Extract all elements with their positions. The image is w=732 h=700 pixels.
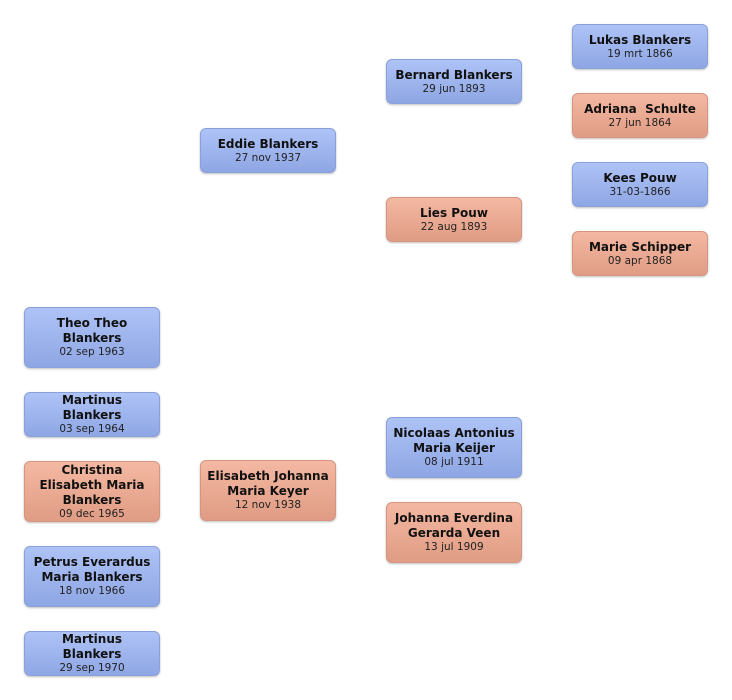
person-card-elisabeth-keyer[interactable]: Elisabeth Johanna Maria Keyer 12 nov 193… [200, 460, 336, 521]
person-card-johanna-veen[interactable]: Johanna Everdina Gerarda Veen 13 jul 190… [386, 502, 522, 563]
person-date: 22 aug 1893 [420, 220, 488, 233]
person-name: Elisabeth Johanna Maria Keyer [207, 469, 329, 498]
person-card-kees-pouw[interactable]: Kees Pouw 31-03-1866 [572, 162, 708, 207]
person-date: 27 jun 1864 [608, 116, 672, 129]
person-date: 03 sep 1964 [59, 423, 125, 435]
person-name: Marie Schipper [588, 239, 692, 254]
person-date: 19 mrt 1866 [607, 47, 673, 60]
person-date: 31-03-1866 [609, 185, 671, 198]
person-date: 09 apr 1868 [607, 254, 673, 267]
person-name: Eddie Blankers [217, 136, 319, 151]
person-card-bernard-blankers[interactable]: Bernard Blankers 29 jun 1893 [386, 59, 522, 104]
person-card-martinus-blankers-1964[interactable]: Martinus Blankers 03 sep 1964 [24, 392, 160, 437]
person-date: 08 jul 1911 [424, 456, 484, 468]
person-name: Johanna Everdina Gerarda Veen [394, 511, 514, 540]
person-date: 13 jul 1909 [424, 541, 484, 553]
person-name: Adriana Schulte [584, 101, 696, 116]
person-name: Christina Elisabeth Maria Blankers [39, 462, 145, 507]
person-name: Martinus Blankers [61, 393, 123, 422]
person-name: Petrus Everardus Maria Blankers [33, 555, 151, 584]
person-card-lukas-blankers[interactable]: Lukas Blankers 19 mrt 1866 [572, 24, 708, 69]
person-name: Theo Theo Blankers [56, 316, 128, 345]
person-name: Kees Pouw [603, 170, 677, 185]
person-date: 29 jun 1893 [422, 82, 486, 95]
person-name: Bernard Blankers [395, 67, 513, 82]
person-card-christina-blankers[interactable]: Christina Elisabeth Maria Blankers 09 de… [24, 461, 160, 522]
person-card-theo-blankers[interactable]: Theo Theo Blankers 02 sep 1963 [24, 307, 160, 368]
person-date: 12 nov 1938 [234, 499, 302, 511]
person-name: Lukas Blankers [588, 32, 692, 47]
person-card-eddie-blankers[interactable]: Eddie Blankers 27 nov 1937 [200, 128, 336, 173]
person-name: Lies Pouw [420, 205, 488, 220]
person-date: 02 sep 1963 [59, 346, 125, 358]
person-card-adriana-schulte[interactable]: Adriana Schulte 27 jun 1864 [572, 93, 708, 138]
person-name: Nicolaas Antonius Maria Keijer [393, 426, 515, 455]
person-card-lies-pouw[interactable]: Lies Pouw 22 aug 1893 [386, 197, 522, 242]
person-card-petrus-blankers[interactable]: Petrus Everardus Maria Blankers 18 nov 1… [24, 546, 160, 607]
person-date: 29 sep 1970 [59, 662, 125, 674]
person-card-nicolaas-keijer[interactable]: Nicolaas Antonius Maria Keijer 08 jul 19… [386, 417, 522, 478]
person-date: 09 dec 1965 [59, 507, 125, 520]
person-name: Martinus Blankers [61, 632, 123, 661]
person-card-martinus-blankers-1970[interactable]: Martinus Blankers 29 sep 1970 [24, 631, 160, 676]
person-date: 27 nov 1937 [234, 151, 302, 164]
person-date: 18 nov 1966 [58, 585, 126, 597]
person-card-marie-schipper[interactable]: Marie Schipper 09 apr 1868 [572, 231, 708, 276]
